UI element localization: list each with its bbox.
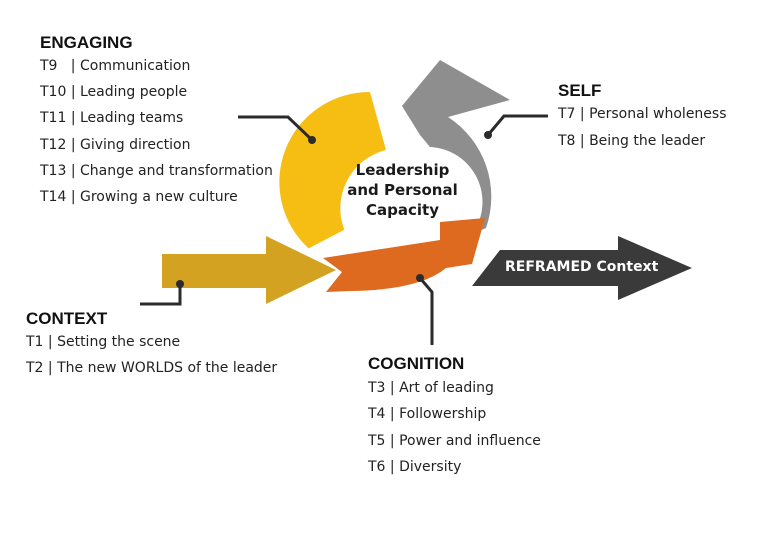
self-connector-dot — [484, 131, 492, 139]
cognition-item-t5: T5 | Power and influence — [368, 433, 541, 449]
context-heading: CONTEXT — [26, 309, 108, 328]
engaging-item-t13: T13 | Change and transformation — [40, 163, 273, 179]
context-item-t1: T1 | Setting the scene — [26, 334, 181, 350]
self-arc — [402, 60, 510, 235]
engaging-item-t9: T9 | Communication — [40, 58, 191, 74]
cognition-connector — [418, 277, 434, 345]
context-arrow — [162, 236, 336, 304]
engaging-heading: ENGAGING — [40, 33, 133, 52]
engaging-item-t14: T14 | Growing a new culture — [40, 189, 238, 205]
cognition-heading: COGNITION — [368, 354, 465, 373]
center-label-line-3: Capacity — [366, 201, 439, 219]
engaging-connector — [238, 115, 314, 142]
cognition-item-t6: T6 | Diversity — [368, 459, 462, 475]
self-heading: SELF — [558, 81, 602, 100]
center-label: Leadership and Personal Capacity — [340, 160, 465, 220]
cognition-connector-dot — [416, 274, 424, 282]
engaging-item-t12: T12 | Giving direction — [40, 137, 191, 153]
engaging-arc — [279, 91, 386, 249]
cognition-arc — [323, 218, 485, 292]
engaging-item-t11: T11 | Leading teams — [40, 110, 184, 126]
engaging-item-t10: T10 | Leading people — [40, 84, 188, 100]
reframed-context-label: REFRAMED Context — [505, 259, 659, 275]
cognition-item-t3: T3 | Art of leading — [368, 380, 494, 396]
context-connector — [140, 284, 182, 306]
cognition-item-t4: T4 | Followership — [368, 406, 487, 422]
center-label-line-2: and Personal — [347, 181, 458, 199]
engaging-connector-dot — [308, 136, 316, 144]
center-label-line-1: Leadership — [355, 161, 450, 179]
reframed-arrow — [472, 236, 692, 300]
self-connector — [486, 114, 548, 136]
self-item-t8: T8 | Being the leader — [558, 133, 706, 149]
context-item-t2: T2 | The new WORLDS of the leader — [26, 360, 278, 376]
context-connector-dot — [176, 280, 184, 288]
self-item-t7: T7 | Personal wholeness — [558, 106, 727, 122]
